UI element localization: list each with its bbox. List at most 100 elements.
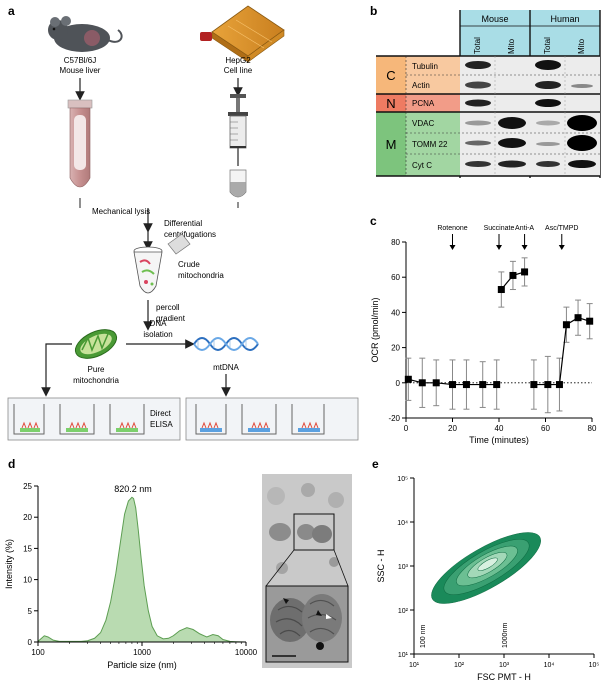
x-tick-label: 10000	[235, 648, 258, 657]
data-point	[544, 381, 552, 389]
panel-letter-b: b	[370, 4, 378, 18]
differential-label-line1: Differential	[164, 219, 202, 228]
panel-e-flow-chart: 10¹ 10² 10³ 10⁴ 10⁵ 10¹ 10² 10³ 10⁴ 10⁵ FSC PMT - …	[376, 476, 600, 682]
percoll-label-line2: gradient	[156, 314, 186, 323]
data-point	[404, 375, 412, 383]
y-tick-label: 10⁴	[397, 520, 408, 527]
mitochondrion-icon	[74, 329, 118, 359]
collection-tube-icon	[229, 169, 247, 198]
y-tick-label: 10³	[398, 564, 409, 571]
group-header-human: Human	[550, 14, 579, 24]
x-tick-label: 10¹	[409, 662, 420, 669]
data-point	[449, 381, 456, 389]
cell-culture-flask-icon	[200, 5, 285, 63]
cell-label-line1: HepG2	[225, 56, 251, 65]
mechanical-lysis-label: Mechanical lysis	[92, 207, 150, 216]
x-tick-label: 100	[31, 648, 45, 657]
data-point	[574, 314, 582, 322]
lane-header-human-total: Total	[543, 37, 552, 54]
pure-label-line1: Pure	[88, 365, 105, 374]
dna-helix-icon	[193, 337, 259, 351]
data-point	[562, 321, 570, 329]
data-point	[497, 286, 505, 294]
injection-arrow-head	[558, 245, 565, 250]
x-tick-label: 20	[448, 424, 457, 433]
injection-label: Rotenone	[437, 225, 467, 232]
data-point	[555, 381, 563, 389]
row-label-cytc: Cyt C	[412, 161, 432, 170]
x-tick-label: 10²	[454, 662, 465, 669]
panel-letter-a: a	[8, 4, 15, 18]
category-code-m: M	[386, 137, 397, 152]
injection-label: Succinate	[484, 225, 515, 232]
group-header-mouse: Mouse	[481, 14, 508, 24]
data-point	[521, 268, 529, 276]
distribution-area	[37, 496, 247, 643]
y-tick-label: -20	[388, 414, 400, 423]
centrifuge-tube-icon	[133, 233, 191, 294]
data-point	[418, 379, 426, 387]
em-micrograph-image	[262, 474, 352, 668]
crude-label-line1: Crude	[178, 260, 200, 269]
y-axis-title: OCR (pmol/min)	[370, 297, 380, 362]
row-label-vdac: VDAC	[412, 119, 434, 128]
injection-arrow-head	[449, 245, 456, 250]
x-tick-label: 60	[541, 424, 550, 433]
x-tick-label: 10⁴	[544, 662, 555, 669]
data-point	[462, 381, 470, 389]
row-label-tubulin: Tubulin	[412, 62, 438, 71]
percoll-label-line1: percoll	[156, 303, 180, 312]
injection-label: Anti-A	[515, 225, 534, 232]
y-tick-label: 25	[23, 482, 32, 491]
y-tick-label: 10²	[398, 608, 409, 615]
mtdna-label: mtDNA	[213, 363, 239, 372]
lane-header-human-mito: Mito	[577, 38, 586, 54]
y-tick-label: 0	[28, 638, 33, 647]
y-tick-label: 40	[391, 308, 400, 317]
y-tick-label: 5	[28, 607, 33, 616]
blot-bands	[465, 60, 597, 168]
y-tick-label: 0	[396, 379, 401, 388]
peak-label: 820.2 nm	[114, 484, 152, 494]
em-micrograph	[262, 474, 352, 668]
x-tick-label: 0	[404, 424, 409, 433]
x-axis-title: FSC PMT - H	[477, 672, 531, 682]
injection-label: Asc/TMPD	[545, 225, 578, 232]
data-point	[530, 381, 538, 389]
data-point	[432, 379, 440, 387]
category-code-n: N	[386, 96, 395, 111]
y-tick-label: 15	[23, 544, 32, 553]
panel-a-workflow: C57Bl/6J Mouse liver HepG2 Cell line	[7, 5, 359, 441]
mouse-label-line2: Mouse liver	[60, 66, 101, 75]
injection-arrow-head	[521, 245, 528, 250]
y-tick-label: 80	[391, 238, 400, 247]
mouse-icon	[48, 16, 123, 52]
panel-letter-c: c	[370, 214, 377, 228]
x-tick-label: 10³	[499, 662, 510, 669]
y-tick-label: 10	[23, 576, 32, 585]
lane-header-mouse-mito: Mito	[507, 38, 516, 54]
x-tick-label: 10⁵	[589, 662, 600, 669]
data-point	[479, 381, 487, 389]
x-tick-label: 1000	[133, 648, 151, 657]
elisa-label: ELISA	[150, 420, 173, 429]
y-tick-label: 60	[391, 273, 400, 282]
mouse-label-line1: C57Bl/6J	[64, 56, 96, 65]
crude-label-line2: mitochondria	[178, 271, 224, 280]
y-tick-label: 10¹	[398, 652, 409, 659]
y-tick-label: 10⁵	[397, 476, 408, 483]
row-label-tomm22: TOMM 22	[412, 140, 448, 149]
panel-letter-d: d	[8, 457, 16, 471]
size-marker-label: 100 nm	[420, 624, 427, 648]
injection-arrow-head	[496, 245, 502, 250]
density-contour	[477, 557, 498, 571]
arrow-to-direct-elisa	[41, 343, 72, 397]
elisa-plate-direct-icon	[7, 397, 181, 441]
x-axis-title: Time (minutes)	[469, 435, 529, 445]
cell-label-line2: Cell line	[224, 66, 253, 75]
differential-label-line2: centrifugations	[164, 230, 216, 239]
y-axis-title: SSC - H	[376, 549, 386, 582]
y-tick-label: 20	[23, 513, 32, 522]
size-marker-label: 1000nm	[502, 623, 509, 648]
